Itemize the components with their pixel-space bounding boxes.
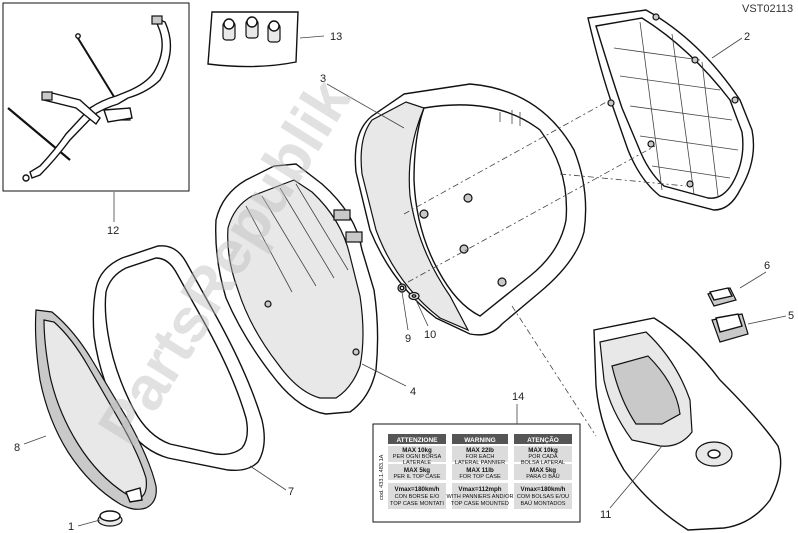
label-col-0-line-3: MAX 5kg [404,467,430,474]
leader-lines [23,35,787,527]
part-3-pannier-shell [354,83,587,336]
callout-5: 5 [788,310,794,322]
callout-12: 12 [107,225,119,237]
label-col-2-line-3: MAX 5kg [530,467,556,474]
callout-4: 4 [410,386,416,398]
label-col-0-header: ATTENZIONE [396,437,438,444]
part-7-outer-cover [92,245,265,472]
label-col-0-line-4: PER IL TOP CASE [393,474,440,480]
part-11-mounting-bracket [593,317,782,531]
label-col-1-line-2: LATERAL PANNIER [455,460,505,466]
label-col-0-line-1: PER OGNI BORSA [393,454,442,460]
callout-14: 14 [512,391,524,403]
label-col-2-line-2: BOLSA LATERAL [521,460,565,466]
part-5-clip [711,313,749,343]
label-col-2-line-7: BAÚ MONTADOS [521,500,566,507]
callout-3: 3 [320,73,326,85]
label-col-0-line-5: Vmax=180km/h [395,486,440,493]
callout-6: 6 [764,260,770,272]
label-col-1-header: WARNING [464,437,495,444]
part-9-screw [397,283,407,293]
callout-11: 11 [600,509,611,521]
callout-2: 2 [744,31,750,43]
part-14-warning-label: cod. 433.1.483.1A ATTENZIONE MAX 10kg PE… [372,423,581,523]
callout-9: 9 [405,333,411,345]
label-col-0-line-6: CON BORSE E/O [395,494,440,500]
callout-7: 7 [288,486,294,498]
label-col-0-line-2: LATERALE [403,460,431,466]
part-8-side-panel [34,309,157,510]
part-4-pannier-frame [215,163,379,415]
label-col-2-line-4: PARA O BAÚ [526,473,559,480]
label-col-1-line-1: FOR EACH [466,454,495,460]
label-col-0-line-0: MAX 10kg [402,447,432,454]
part-12-strap-kit [2,2,190,192]
alignment-lines [403,99,687,437]
callout-8: 8 [14,442,20,454]
callouts: 1 2 3 4 5 6 7 8 9 10 11 12 13 14 [14,31,794,533]
callout-1: 1 [68,521,74,533]
label-side-code: cod. 433.1.483.1A [379,454,385,500]
label-col-1-line-4: FOR TOP CASE [459,474,501,480]
part-13-lock-cylinders [207,11,299,68]
part-2-inner-liner [587,9,755,211]
label-col-1-line-3: MAX 11lb [466,467,494,474]
label-col-0-line-7: TOP CASE MONTATI [390,501,444,507]
label-col-2-header: ATENÇÃO [527,435,559,444]
part-10-washer [408,291,420,301]
label-col-1-line-0: MAX 22lb [466,447,494,454]
label-col-1-line-5: Vmax=112mph [458,486,501,493]
part-6-clip [707,287,737,307]
diagram-code: VST02113 [742,3,793,15]
part-1-knob [97,510,123,527]
label-col-2-line-1: POR CADA [528,454,557,460]
label-col-2-line-5: Vmax=180km/h [521,486,566,493]
label-col-1-line-6: WITH PANNIERS AND/OR [446,494,513,500]
label-col-1-line-7: TOP CASE MOUNTED [451,501,509,507]
label-col-2-line-6: COM BOLSAS E/OU [517,494,569,500]
label-col-2-line-0: MAX 10kg [528,447,558,454]
callout-10: 10 [424,329,436,341]
callout-13: 13 [330,31,342,43]
